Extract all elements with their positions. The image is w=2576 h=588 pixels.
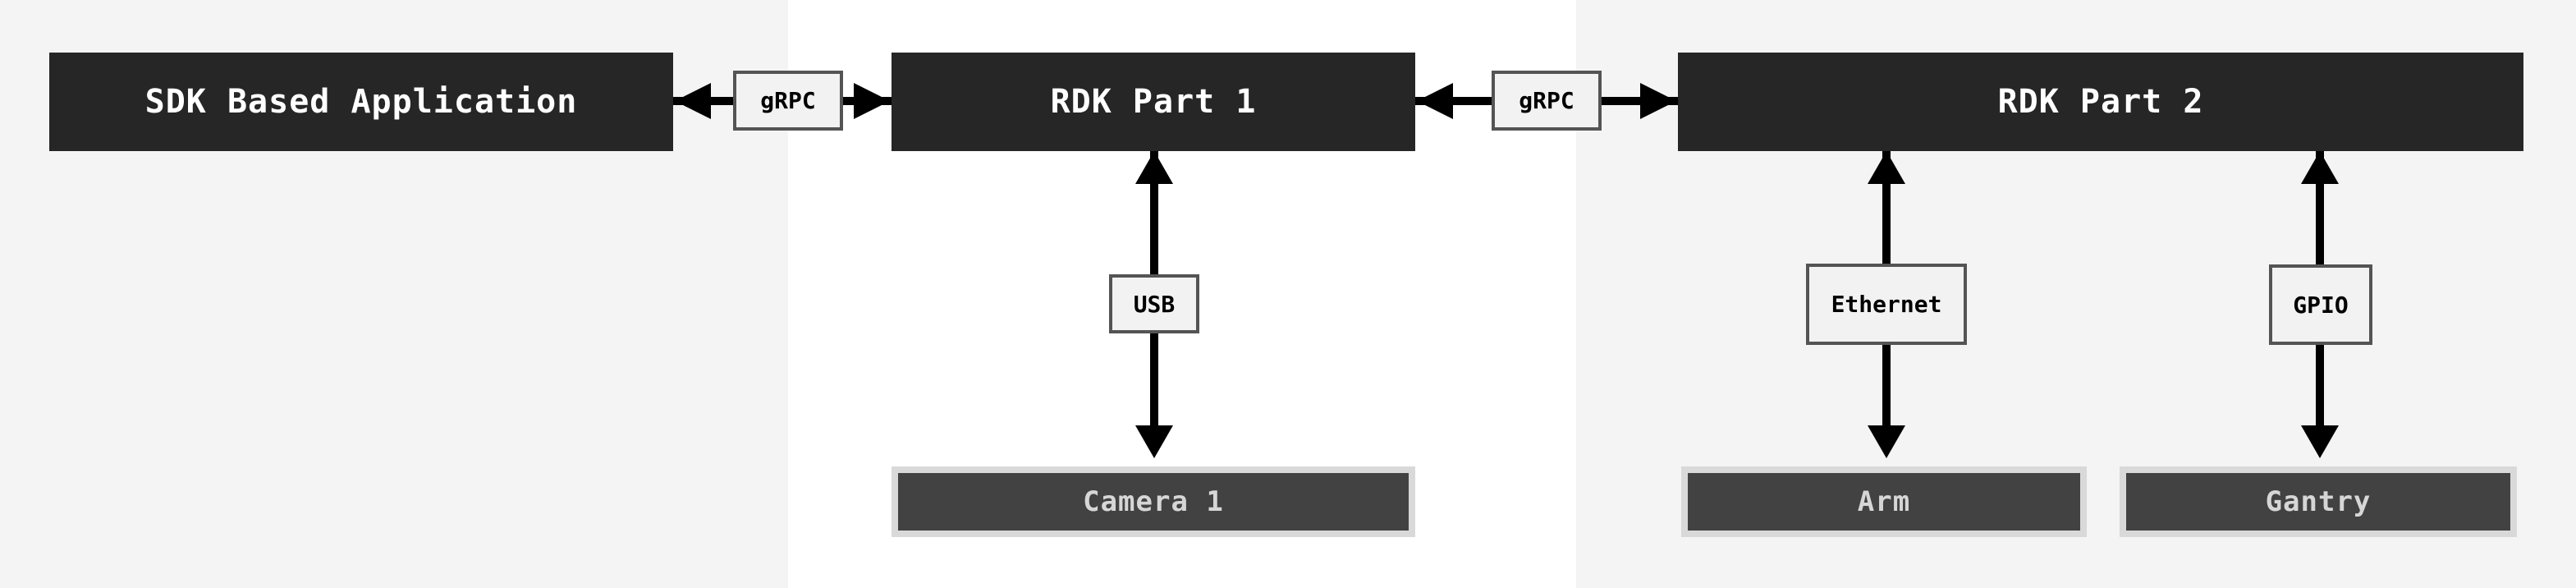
arrow-head-down: [2301, 425, 2339, 458]
connector-label-grpc-2: gRPC: [1492, 71, 1602, 131]
connector-label-usb: USB: [1109, 274, 1199, 333]
arrow-head-right: [1640, 83, 1676, 119]
node-rdk-part-2: RDK Part 2: [1678, 53, 2523, 151]
node-rdk-part-2-label: RDK Part 2: [1997, 83, 2204, 121]
connector-label-ethernet: Ethernet: [1806, 264, 1967, 345]
arrow-head-left: [675, 83, 711, 119]
node-gantry: Gantry: [2120, 466, 2517, 537]
connector-label-gpio-text: GPIO: [2293, 291, 2349, 319]
node-gantry-label: Gantry: [2265, 485, 2372, 518]
node-arm: Arm: [1681, 466, 2087, 537]
connector-label-grpc-1-text: gRPC: [760, 87, 816, 114]
node-camera-1-label: Camera 1: [1083, 485, 1224, 518]
arrow-head-up: [1868, 151, 1905, 184]
connector-label-usb-text: USB: [1133, 290, 1176, 318]
connector-label-ethernet-text: Ethernet: [1831, 291, 1942, 318]
node-camera-1: Camera 1: [892, 466, 1415, 537]
node-sdk-application-label: SDK Based Application: [144, 83, 578, 121]
arrow-head-up: [1135, 151, 1173, 184]
arrow-head-right: [854, 83, 890, 119]
node-arm-label: Arm: [1857, 485, 1911, 518]
arrow-head-left: [1417, 83, 1453, 119]
node-rdk-part-1-label: RDK Part 1: [1050, 83, 1257, 121]
connector-label-grpc-1: gRPC: [733, 71, 843, 131]
arrow-head-down: [1868, 425, 1905, 458]
arrow-head-up: [2301, 151, 2339, 184]
node-rdk-part-1: RDK Part 1: [892, 53, 1415, 151]
connector-label-grpc-2-text: gRPC: [1519, 87, 1574, 114]
arrow-head-down: [1135, 425, 1173, 458]
node-sdk-application: SDK Based Application: [49, 53, 673, 151]
connector-label-gpio: GPIO: [2269, 264, 2372, 345]
